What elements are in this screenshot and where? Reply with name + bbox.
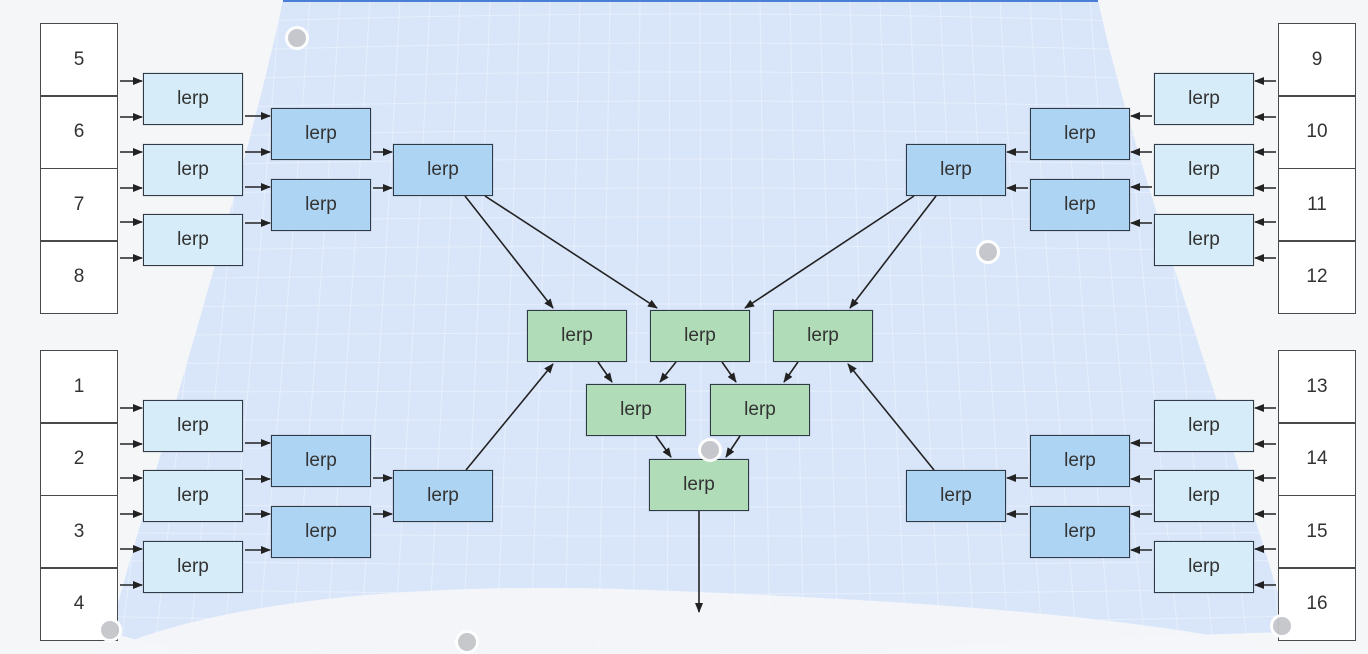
lerp-node-tr1c: lerp [1154,214,1254,266]
edge-to-green [847,363,935,471]
surface-grid-line [759,0,771,654]
surface-grid-line [1029,0,1079,654]
surface-grid-line [110,559,1290,566]
lerp-node-tl1b: lerp [143,144,243,196]
lerp-node-tr3: lerp [906,144,1006,196]
surface-grid-line [427,0,461,654]
surface-grid-line [999,0,1044,654]
lerp-node-bl3: lerp [393,470,493,522]
control-point-2: 2 [40,422,118,496]
edge-to-green [465,363,554,471]
lerp-node-tr2b: lerp [1030,179,1130,231]
surface-grid-line [1089,0,1147,654]
lerp-node-bl2a: lerp [271,435,371,487]
lerp-node-br1c: lerp [1154,541,1254,593]
surface-grid-line [461,0,491,654]
lerp-node-br2a: lerp [1030,435,1130,487]
lerp-node-g1c: lerp [773,310,873,362]
lerp-node-g1a: lerp [527,310,627,362]
edge-green [597,361,613,383]
surface-grid-line [110,303,1290,309]
edge-green [655,435,672,458]
edge-to-green [484,195,658,309]
surface-grid-line [110,245,1290,253]
control-point-10: 10 [1278,95,1356,169]
lerp-node-br1b: lerp [1154,470,1254,522]
edge-green [659,361,677,383]
control-point-14: 14 [1278,422,1356,496]
edge-to-green [464,195,554,309]
surface-grid-line [909,0,942,654]
surface-grid-line [358,0,401,654]
lerp-node-tr1a: lerp [1154,73,1254,125]
surface-grid-line [324,0,371,654]
surface-grid-line [393,0,431,654]
edge-to-green [849,195,937,309]
surface-lower-edge [100,587,1300,654]
surface-grid-line [1059,0,1113,654]
control-point-11: 11 [1278,168,1356,241]
lerp-node-bl1b: lerp [143,470,243,522]
lerp-node-tr2a: lerp [1030,108,1130,160]
surface-control-handle[interactable] [98,618,122,642]
surface-grid-line [939,0,976,654]
surface-grid-line [110,100,1290,113]
control-point-8: 8 [40,240,118,314]
surface-grid-line [495,0,521,654]
surface-control-handle[interactable] [455,630,479,654]
lerp-node-bl2b: lerp [271,506,371,558]
surface-grid-line [110,158,1290,169]
control-point-7: 7 [40,168,118,241]
surface-control-handle[interactable] [285,26,309,50]
lerp-node-g1b: lerp [650,310,750,362]
surface-grid-line [290,0,341,654]
edge-green [721,361,737,383]
control-point-6: 6 [40,95,118,169]
lerp-node-tl3: lerp [393,144,493,196]
control-point-13: 13 [1278,350,1356,423]
surface-grid-line [879,0,908,654]
surface-grid-line [969,0,1010,654]
surface-grid-line [110,274,1290,281]
surface-grid-line [110,390,1290,393]
lerp-node-g3: lerp [649,459,749,511]
edge-to-green [744,195,915,309]
control-point-3: 3 [40,495,118,568]
lerp-node-bl1a: lerp [143,400,243,452]
lerp-node-tl2b: lerp [271,179,371,231]
surface-grid-line [256,0,311,654]
lerp-node-bl1c: lerp [143,541,243,593]
surface-control-handle[interactable] [976,240,1000,264]
lerp-node-g2b: lerp [710,384,810,436]
lerp-node-tl1c: lerp [143,214,243,266]
lerp-node-tl1a: lerp [143,73,243,125]
control-point-9: 9 [1278,23,1356,96]
control-point-12: 12 [1278,240,1356,314]
lerp-node-br3: lerp [906,470,1006,522]
surface-grid-line [632,0,641,654]
control-point-15: 15 [1278,495,1356,568]
lerp-node-br2b: lerp [1030,506,1130,558]
control-point-1: 1 [40,350,118,423]
surface-grid-line [110,361,1290,365]
edge-green [725,435,741,458]
edge-green [783,361,799,383]
lerp-node-tr1b: lerp [1154,144,1254,196]
lerp-node-g2a: lerp [586,384,686,436]
control-point-5: 5 [40,23,118,96]
lerp-node-br1a: lerp [1154,400,1254,452]
surface-control-handle[interactable] [1270,614,1294,638]
surface-control-handle[interactable] [698,438,722,462]
lerp-node-tl2a: lerp [271,108,371,160]
